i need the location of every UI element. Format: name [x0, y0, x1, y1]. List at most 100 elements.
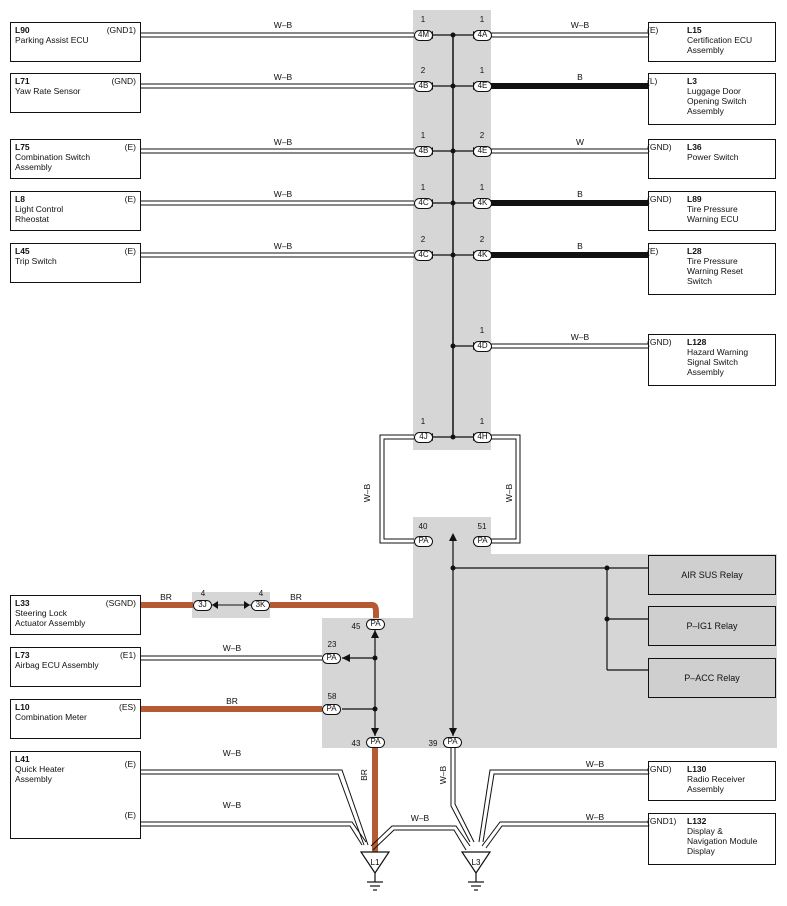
component-code: L28 [687, 246, 702, 256]
component-pin: (GND) [647, 337, 672, 347]
component-l15: (E) L15 Certification ECU Assembly [647, 22, 776, 62]
component-name: Combination Meter [15, 712, 87, 722]
wire-label-l130: W–B [586, 759, 605, 769]
relay-dots [450, 565, 610, 622]
junction-block-shade [413, 10, 491, 450]
component-l33: L33 Steering Lock Actuator Assembly (SGN… [10, 595, 141, 635]
pin-numbers: 1 2 1 1 2 1 1 2 1 2 1 1 1 40 51 4 4 45 2… [201, 15, 487, 748]
component-pin: (GND1) [647, 816, 677, 826]
connector-pa-23: PA [322, 653, 341, 664]
component-pin: (E) [124, 246, 136, 256]
br-wires [141, 602, 379, 852]
relay-p-ig1: P–IG1 Relay [648, 606, 776, 646]
pin-4b-2: 2 [421, 66, 426, 75]
component-pin: (GND) [647, 764, 672, 774]
connector-4d: 4D [473, 341, 492, 352]
connector-4a: 4A [473, 30, 492, 41]
pin-4e-2: 2 [480, 131, 485, 140]
component-name: Parking Assist ECU [15, 35, 89, 45]
component-l75: L75 Combination Switch Assembly (E) [10, 139, 141, 179]
component-code: L128 [687, 337, 707, 347]
wire-label-l128: W–B [571, 332, 590, 342]
component-pin: (E) [647, 25, 659, 35]
wire-label-l75: W–B [274, 137, 293, 147]
wire-label-l3: B [577, 72, 583, 82]
component-code: L130 [687, 764, 707, 774]
wire-label-loop-right: W–B [504, 483, 514, 502]
wire-label-l45: W–B [274, 241, 293, 251]
component-pin: (SGND) [105, 598, 136, 608]
pin-pa-39: 39 [429, 739, 438, 748]
component-l130: (GND) L130 Radio Receiver Assembly [647, 761, 776, 801]
wire-label-l41-2: W–B [223, 800, 242, 810]
component-name: Radio Receiver Assembly [687, 774, 746, 794]
ground-symbols [359, 851, 492, 891]
component-l71: L71 Yaw Rate Sensor (GND) [10, 73, 141, 113]
component-name: Hazard Warning Signal Switch Assembly [687, 347, 749, 377]
component-name: Trip Switch [15, 256, 57, 266]
pin-4h: 1 [480, 417, 485, 426]
component-code: L41 [15, 754, 30, 764]
pin-4k-2: 2 [480, 235, 485, 244]
pin-4d: 1 [480, 326, 485, 335]
connector-3k: 3K [251, 600, 270, 611]
component-l36: (GND) L36 Power Switch [647, 139, 776, 179]
wire-label-ground-link: W–B [411, 813, 430, 823]
wire-label-l10: BR [226, 696, 238, 706]
pin-4j: 1 [421, 417, 426, 426]
component-l8: L8 Light Control Rheostat (E) [10, 191, 141, 231]
component-name: Yaw Rate Sensor [15, 86, 81, 96]
component-pin: (E1) [119, 650, 136, 660]
component-name: Steering Lock Actuator Assembly [15, 608, 86, 628]
component-name: Tire Pressure Warning Reset Switch [687, 256, 743, 286]
component-code: L71 [15, 76, 30, 86]
wire-label-l89: B [577, 189, 583, 199]
component-l28: (E) L28 Tire Pressure Warning Reset Swit… [647, 243, 776, 295]
connector-4b-a: 4B [414, 81, 433, 92]
component-code: L73 [15, 650, 30, 660]
component-l45: L45 Trip Switch (E) [10, 243, 141, 283]
wire-labels: W–B W–B W–B W–B W–B W–B B W B B W–B BR B… [160, 20, 604, 823]
pin-pa-58: 58 [328, 692, 337, 701]
component-name: Combination Switch Assembly [15, 152, 91, 172]
component-l73: L73 Airbag ECU Assembly (E1) [10, 647, 141, 687]
connector-pa-43: PA [366, 737, 385, 748]
component-name: Airbag ECU Assembly [15, 660, 99, 670]
component-pin: (L) [647, 76, 658, 86]
pin-4m: 1 [421, 15, 426, 24]
component-code: L75 [15, 142, 30, 152]
component-pin-2: (E) [124, 810, 136, 820]
component-l41: L41 Quick Heater Assembly (E) (E) [10, 751, 141, 839]
ground-wires [141, 748, 648, 851]
component-name: Light Control Rheostat [15, 204, 64, 224]
connector-pa-51: PA [473, 536, 492, 547]
wire-label-l28: B [577, 241, 583, 251]
wire-label-wb-vertical: W–B [438, 765, 448, 784]
connector-pa-58: PA [322, 704, 341, 715]
connector-pa-45: PA [366, 619, 385, 630]
component-code: L45 [15, 246, 30, 256]
relay-air-sus: AIR SUS Relay [648, 555, 776, 595]
ground-l1-label: L1 [371, 858, 380, 867]
pin-pa-40: 40 [419, 522, 428, 531]
connector-4c-a: 4C [414, 198, 433, 209]
connector-4h: 4H [473, 432, 492, 443]
component-l3: (L) L3 Luggage Door Opening Switch Assem… [647, 73, 776, 125]
component-pin: (E) [647, 246, 659, 256]
pin-pa-45: 45 [352, 622, 361, 631]
component-code: L15 [687, 25, 702, 35]
wire-label-3k: BR [290, 592, 302, 602]
connector-3j: 3J [193, 600, 212, 611]
component-name: Luggage Door Opening Switch Assembly [687, 86, 747, 116]
component-pin: (ES) [119, 702, 136, 712]
pin-pa-51: 51 [478, 522, 487, 531]
relay-p-acc: P–ACC Relay [648, 658, 776, 698]
pin-4e-1: 1 [480, 66, 485, 75]
connector-4k-a: 4K [473, 198, 492, 209]
component-pin: (GND) [647, 194, 672, 204]
connector-pa-39: PA [443, 737, 462, 748]
l73-wire [141, 655, 322, 661]
component-name: Quick Heater Assembly [15, 764, 65, 784]
pin-4k-1: 1 [480, 183, 485, 192]
pin-3j: 4 [201, 589, 206, 598]
